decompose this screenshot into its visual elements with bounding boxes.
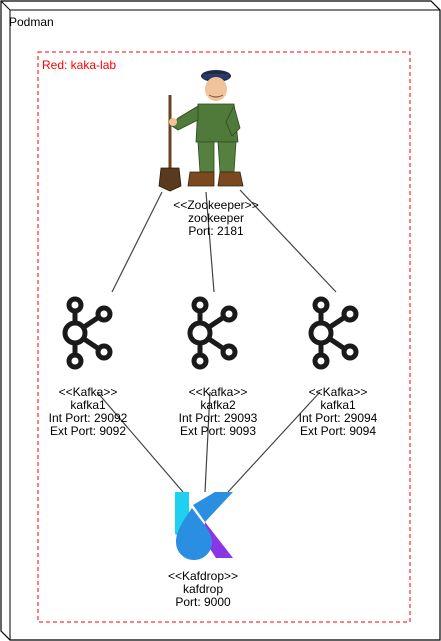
kafdrop-name: kafdrop: [182, 582, 224, 596]
kafka-ext-port: Ext Port: 9094: [299, 424, 377, 438]
kafka-icon: [62, 296, 113, 370]
kafka-ext-port: Ext Port: 9093: [179, 424, 257, 438]
kafka-stereotype: <<Kafka>>: [308, 385, 368, 399]
edge-kafka3-kafdrop: [227, 391, 321, 493]
zookeeper-man-with-shovel-icon: [158, 70, 244, 192]
frame-title: Podman: [9, 15, 54, 29]
zookeeper-port: Port: 2181: [188, 224, 244, 238]
edge-zk-kafka3: [239, 189, 337, 293]
kafka-name: kafka1: [70, 398, 106, 412]
kafka-name: kafka2: [200, 398, 236, 412]
edge-zk-kafka2: [205, 191, 215, 293]
zookeeper-name: zookeeper: [187, 211, 245, 225]
kafka-ext-port: Ext Port: 9092: [49, 424, 127, 438]
kafka-node-label: <<Kafka>> kafka1 Int Port: 29094 Ext Por…: [278, 386, 398, 438]
edge-zk-kafka1: [111, 191, 163, 293]
network-boundary: [37, 51, 411, 623]
kafka-icon: [187, 296, 238, 370]
edge-kafka1-kafdrop: [96, 391, 184, 493]
kafka-stereotype: <<Kafka>>: [188, 385, 248, 399]
kafka-node-label: <<Kafka>> kafka2 Int Port: 29093 Ext Por…: [158, 386, 278, 438]
kafka-name: kafka1: [320, 398, 356, 412]
edge-kafka2-kafdrop: [204, 391, 211, 493]
kafka-icon: [308, 296, 359, 370]
kafdrop-port: Port: 9000: [175, 595, 231, 609]
kafka-int-port: Int Port: 29093: [178, 411, 258, 425]
network-title: Red: kaka-lab: [42, 58, 117, 72]
kafdrop-logo-icon: [175, 492, 233, 560]
kafka-icons: [62, 296, 359, 370]
kafdrop-stereotype: <<Kafdrop>>: [167, 569, 239, 583]
connectors: [96, 189, 337, 493]
kafka-int-port: Int Port: 29092: [48, 411, 128, 425]
zookeeper-stereotype: <<Zookeeper>>: [173, 198, 259, 212]
kafka-int-port: Int Port: 29094: [298, 411, 378, 425]
kafdrop-label: <<Kafdrop>> kafdrop Port: 9000: [143, 570, 263, 609]
kafka-stereotype: <<Kafka>>: [58, 385, 118, 399]
kafka-node-label: <<Kafka>> kafka1 Int Port: 29092 Ext Por…: [28, 386, 148, 438]
zookeeper-label: <<Zookeeper>> zookeeper Port: 2181: [146, 199, 286, 238]
